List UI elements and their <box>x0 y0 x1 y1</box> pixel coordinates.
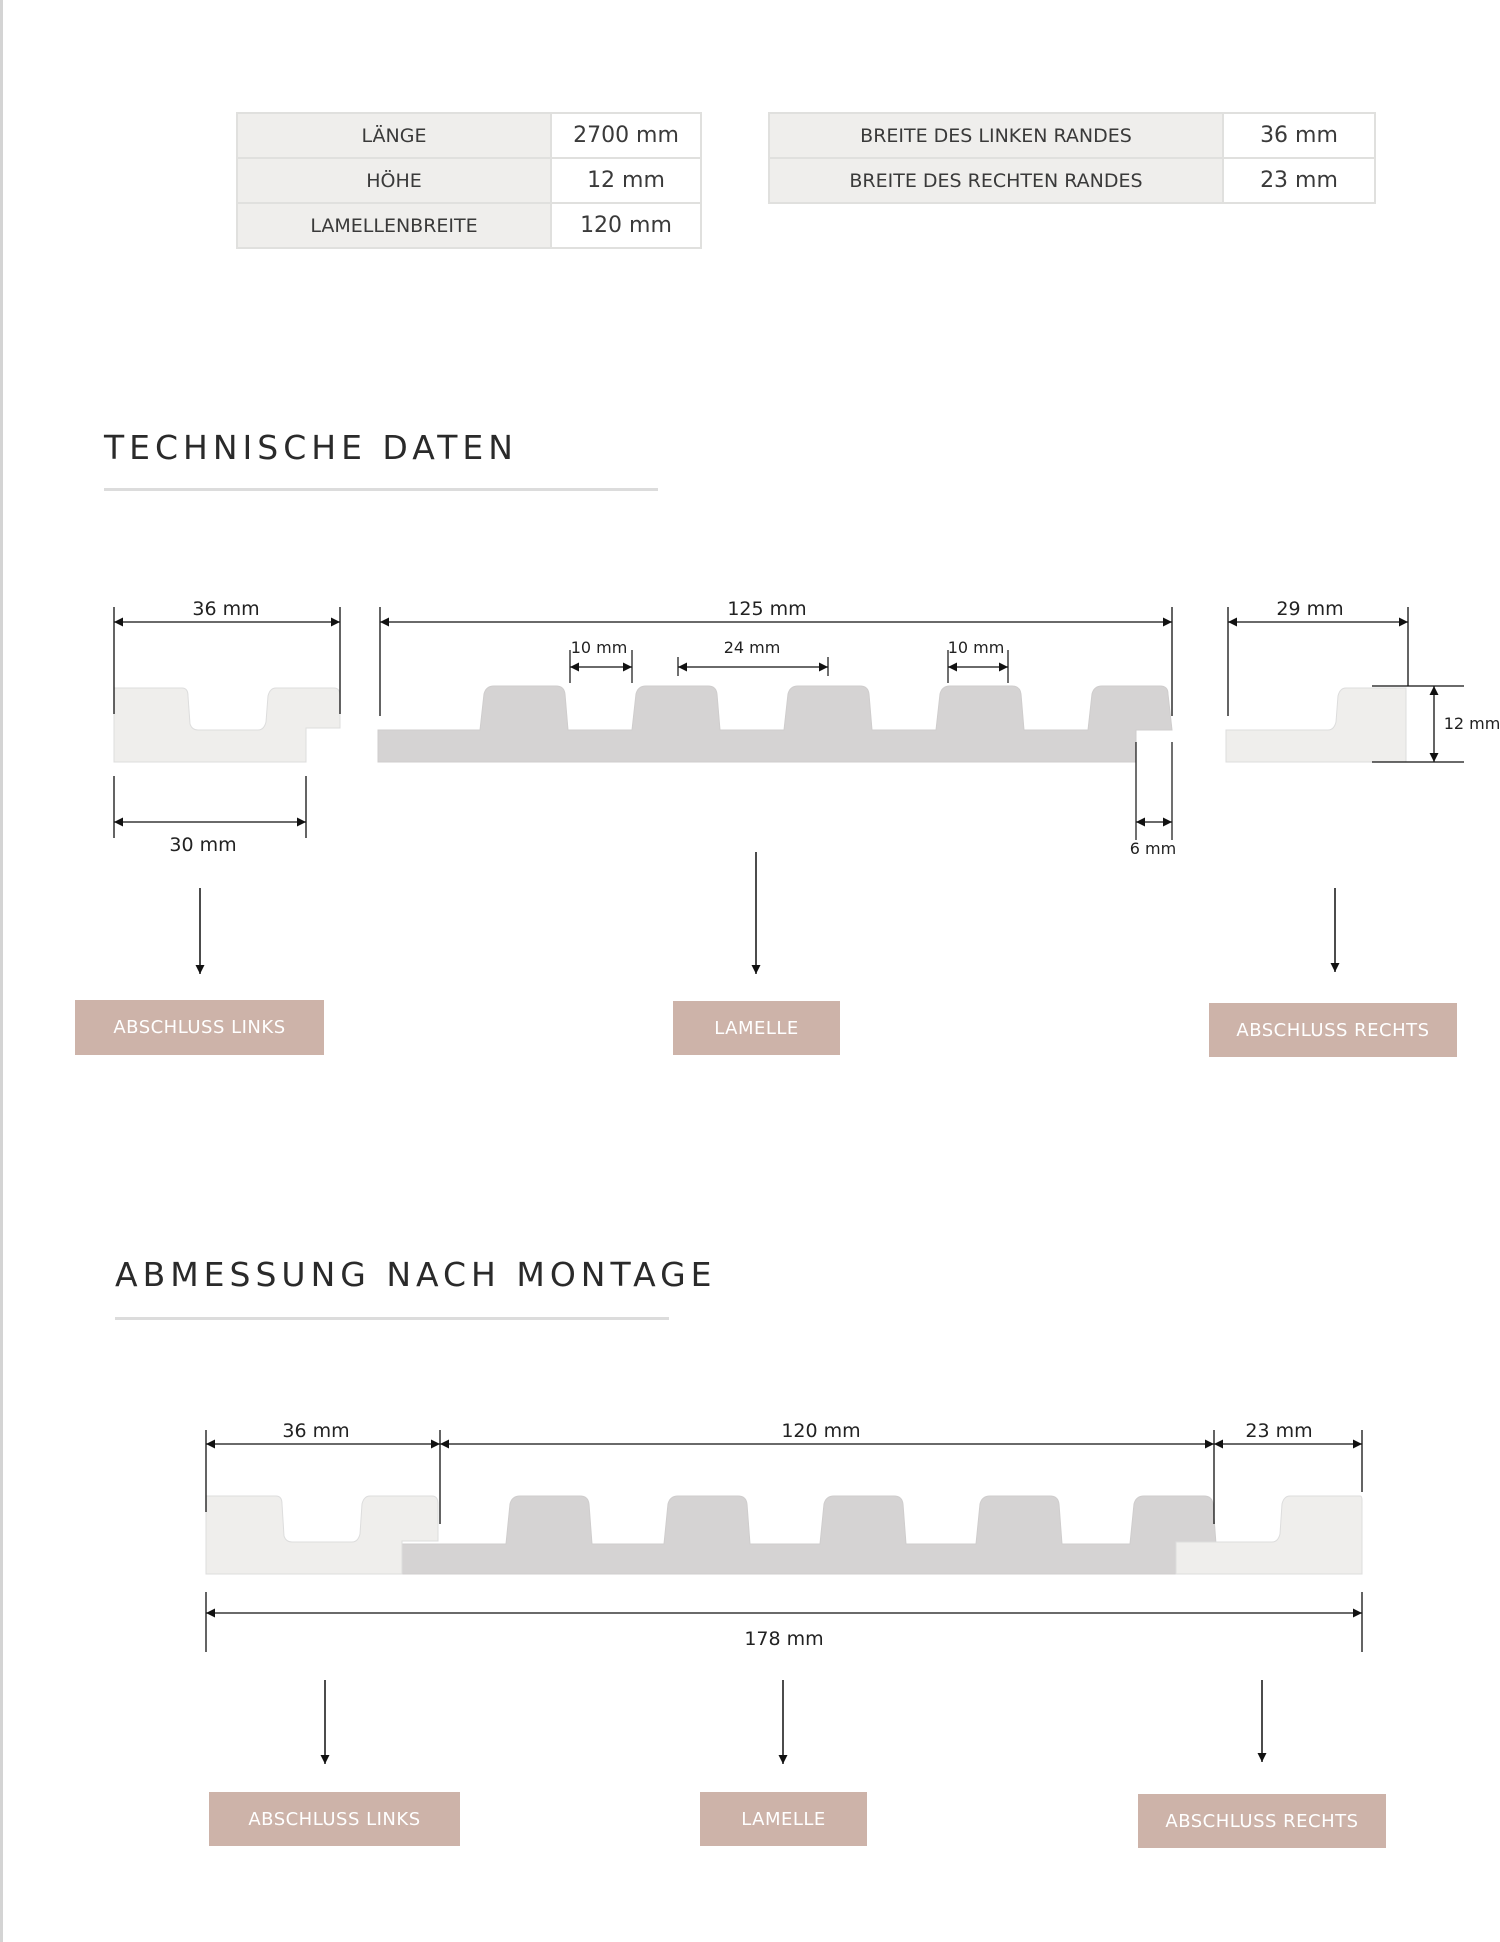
section-heading-technical: TECHNISCHE DATEN <box>104 428 518 467</box>
dim-gap-left: 10 mm <box>571 638 628 657</box>
spec-label: LÄNGE <box>236 112 552 159</box>
label-lamella: LAMELLE <box>700 1792 867 1846</box>
dim-center-total: 125 mm <box>727 598 806 620</box>
heading-underline <box>104 488 658 491</box>
label-end-right: ABSCHLUSS RECHTS <box>1209 1003 1457 1057</box>
spec-label: HÖHE <box>236 157 552 204</box>
dim-left-top: 36 mm <box>192 598 259 620</box>
table-row: BREITE DES RECHTEN RANDES 23 mm <box>768 157 1376 204</box>
table-row: LAMELLENBREITE 120 mm <box>236 202 702 249</box>
dim-assembled-right: 23 mm <box>1245 1420 1312 1442</box>
spec-label: BREITE DES LINKEN RANDES <box>768 112 1224 159</box>
dim-left-bottom: 30 mm <box>169 834 236 856</box>
spec-value: 2700 mm <box>550 112 702 159</box>
label-lamella: LAMELLE <box>673 1001 840 1055</box>
label-end-left: ABSCHLUSS LINKS <box>75 1000 324 1055</box>
profile-end-right <box>1225 687 1407 763</box>
profile-end-left <box>113 687 341 763</box>
dim-assembled-total: 178 mm <box>744 1628 823 1650</box>
dim-assembled-left: 36 mm <box>282 1420 349 1442</box>
dim-gap-right: 10 mm <box>948 638 1005 657</box>
section-heading-assembly: ABMESSUNG NACH MONTAGE <box>115 1255 717 1294</box>
spec-value: 23 mm <box>1222 157 1376 204</box>
label-end-left: ABSCHLUSS LINKS <box>209 1792 460 1846</box>
dim-assembled-center: 120 mm <box>781 1420 860 1442</box>
table-row: LÄNGE 2700 mm <box>236 112 702 159</box>
spec-label: BREITE DES RECHTEN RANDES <box>768 157 1224 204</box>
spec-label: LAMELLENBREITE <box>236 202 552 249</box>
label-end-right: ABSCHLUSS RECHTS <box>1138 1794 1386 1848</box>
dim-height: 12 mm <box>1444 714 1500 733</box>
dim-rib-width: 24 mm <box>724 638 781 657</box>
dim-right-top: 29 mm <box>1276 598 1343 620</box>
assembled-end-left <box>205 1495 439 1575</box>
table-row: BREITE DES LINKEN RANDES 36 mm <box>768 112 1376 159</box>
assembled-end-right <box>1175 1495 1363 1575</box>
table-row: HÖHE 12 mm <box>236 157 702 204</box>
assembled-lamella <box>401 1495 1217 1575</box>
heading-underline <box>115 1317 669 1320</box>
profile-lamella <box>377 685 1173 763</box>
spec-table-dimensions: LÄNGE 2700 mm HÖHE 12 mm LAMELLENBREITE … <box>236 112 702 249</box>
spec-value: 120 mm <box>550 202 702 249</box>
page-edge <box>0 0 3 1942</box>
spec-table-edges: BREITE DES LINKEN RANDES 36 mm BREITE DE… <box>768 112 1376 204</box>
dim-tongue: 6 mm <box>1130 839 1176 858</box>
spec-value: 12 mm <box>550 157 702 204</box>
spec-value: 36 mm <box>1222 112 1376 159</box>
